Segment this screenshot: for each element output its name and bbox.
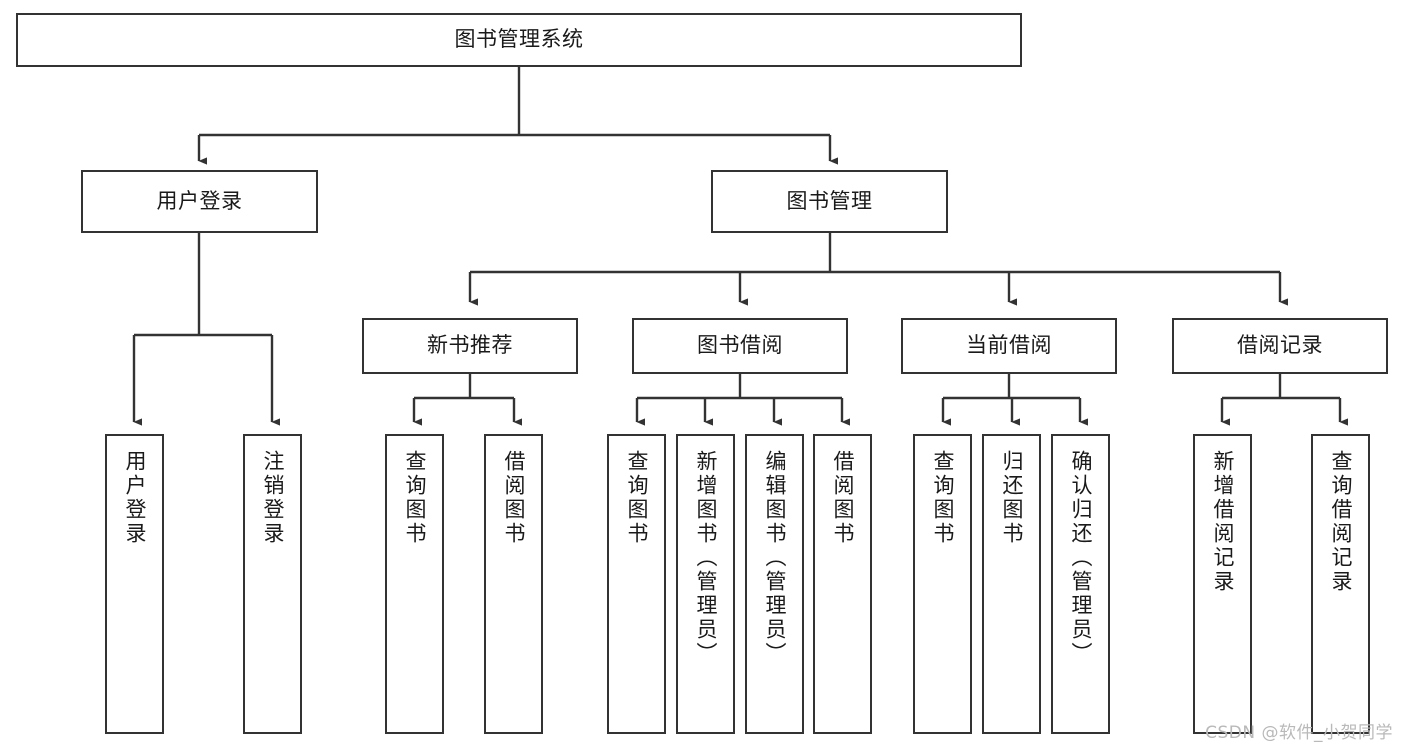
leaf-borrow-book-recommend[interactable]: 借阅图书	[484, 434, 543, 734]
node-label: 新书推荐	[427, 333, 513, 358]
leaf-edit-book[interactable]: 编辑图书（管理员）	[745, 434, 804, 734]
leaf-confirm-return[interactable]: 确认归还（管理员）	[1051, 434, 1110, 734]
node-label: 用户登录	[156, 188, 243, 213]
node-label: 注销登录	[260, 450, 285, 546]
leaf-return-book[interactable]: 归还图书	[982, 434, 1041, 734]
node-book-borrow[interactable]: 图书借阅	[632, 318, 848, 374]
node-label: 查询图书	[624, 450, 649, 546]
node-label: 编辑图书（管理员）	[762, 450, 787, 666]
leaf-query-book-current[interactable]: 查询图书	[913, 434, 972, 734]
leaf-user-logout[interactable]: 注销登录	[243, 434, 302, 734]
node-label: 图书管理系统	[454, 27, 584, 52]
leaf-query-book-borrow[interactable]: 查询图书	[607, 434, 666, 734]
node-label: 查询图书	[930, 450, 955, 546]
leaf-query-borrow-record[interactable]: 查询借阅记录	[1311, 434, 1370, 734]
leaf-add-borrow-record[interactable]: 新增借阅记录	[1193, 434, 1252, 734]
node-label: 确认归还（管理员）	[1068, 450, 1093, 666]
node-label: 图书借阅	[697, 333, 783, 358]
leaf-user-login[interactable]: 用户登录	[105, 434, 164, 734]
leaf-borrow-book[interactable]: 借阅图书	[813, 434, 872, 734]
node-current-borrow[interactable]: 当前借阅	[901, 318, 1117, 374]
node-borrow-record[interactable]: 借阅记录	[1172, 318, 1388, 374]
node-label: 查询图书	[402, 450, 427, 546]
leaf-add-book[interactable]: 新增图书（管理员）	[676, 434, 735, 734]
node-label: 归还图书	[999, 450, 1024, 546]
node-label: 用户登录	[122, 450, 147, 546]
node-root-system[interactable]: 图书管理系统	[16, 13, 1022, 67]
node-label: 借阅图书	[830, 450, 855, 546]
node-label: 新增图书（管理员）	[693, 450, 718, 666]
leaf-query-book-recommend[interactable]: 查询图书	[385, 434, 444, 734]
node-label: 图书管理	[786, 188, 873, 213]
node-label: 查询借阅记录	[1328, 450, 1353, 594]
node-user-login[interactable]: 用户登录	[81, 170, 318, 233]
node-label: 借阅记录	[1237, 333, 1323, 358]
node-new-book-recommend[interactable]: 新书推荐	[362, 318, 578, 374]
watermark-text: CSDN @软件_小贺同学	[1205, 723, 1393, 743]
node-book-management[interactable]: 图书管理	[711, 170, 948, 233]
node-label: 借阅图书	[501, 450, 526, 546]
node-label: 当前借阅	[966, 333, 1052, 358]
node-label: 新增借阅记录	[1210, 450, 1235, 594]
